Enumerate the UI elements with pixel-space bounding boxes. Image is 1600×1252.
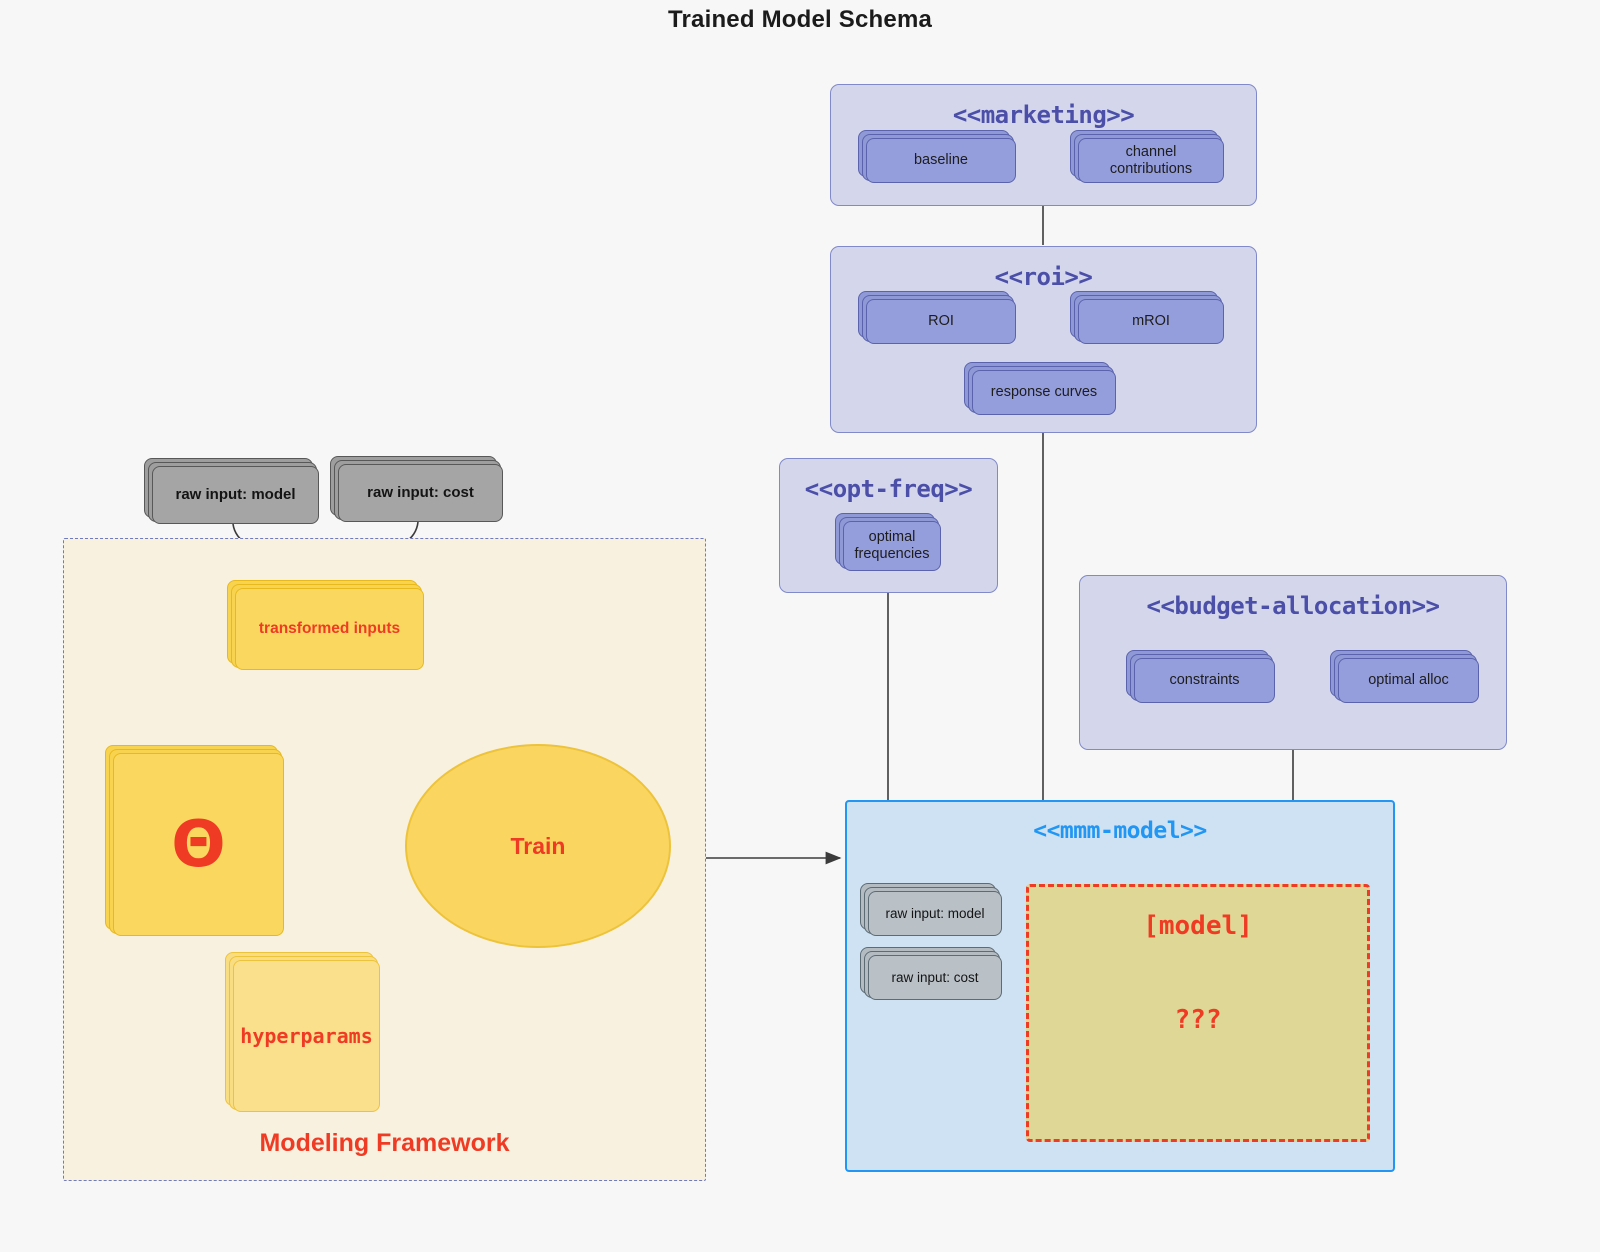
node-mroi-label: mROI [1078, 299, 1224, 344]
package-mmm-model-title: <<mmm-model>> [1033, 818, 1207, 844]
node-channel-contributions[interactable]: channel contributions [1070, 130, 1224, 183]
process-train-label: Train [510, 832, 566, 859]
node-transformed-inputs[interactable]: transformed inputs [227, 580, 424, 670]
node-channel-contributions-label: channel contributions [1078, 138, 1224, 183]
node-hyperparams-label: hyperparams [233, 960, 380, 1112]
node-optimal-frequencies[interactable]: optimal frequencies [835, 513, 941, 571]
node-optimal-alloc[interactable]: optimal alloc [1330, 650, 1479, 703]
node-raw-input-model-label: raw input: model [152, 466, 319, 524]
package-opt-freq-title: <<opt-freq>> [804, 475, 973, 503]
node-mmm-raw-input-model[interactable]: raw input: model [860, 883, 1002, 936]
node-response-curves-label: response curves [972, 370, 1116, 415]
node-theta-face: Θ [113, 753, 284, 936]
node-roi[interactable]: ROI [858, 291, 1016, 344]
node-constraints-label: constraints [1134, 658, 1275, 703]
node-baseline[interactable]: baseline [858, 130, 1016, 183]
node-hyperparams[interactable]: hyperparams [225, 952, 380, 1112]
node-mroi[interactable]: mROI [1070, 291, 1224, 344]
node-optimal-alloc-label: optimal alloc [1338, 658, 1479, 703]
node-baseline-label: baseline [866, 138, 1016, 183]
node-response-curves[interactable]: response curves [964, 362, 1116, 415]
theta-icon: Θ [171, 807, 226, 882]
model-placeholder-box[interactable]: [model] ??? [1026, 884, 1370, 1142]
node-raw-input-cost[interactable]: raw input: cost [330, 456, 503, 522]
node-mmm-raw-input-cost[interactable]: raw input: cost [860, 947, 1002, 1000]
node-theta[interactable]: Θ [105, 745, 284, 936]
node-constraints[interactable]: constraints [1126, 650, 1275, 703]
modeling-framework-title: Modeling Framework [259, 1129, 510, 1157]
node-roi-label: ROI [866, 299, 1016, 344]
model-placeholder-secondary: ??? [1174, 1005, 1222, 1035]
node-mmm-raw-input-model-label: raw input: model [868, 891, 1002, 936]
node-optimal-frequencies-label: optimal frequencies [843, 521, 941, 571]
node-mmm-raw-input-cost-label: raw input: cost [868, 955, 1002, 1000]
package-roi-title: <<roi>> [994, 263, 1093, 291]
node-raw-input-model[interactable]: raw input: model [144, 458, 319, 524]
package-budget-allocation-title: <<budget-allocation>> [1146, 592, 1440, 620]
page-title: Trained Model Schema [667, 6, 933, 33]
model-placeholder-primary: [model] [1143, 911, 1253, 941]
package-marketing-title: <<marketing>> [952, 101, 1135, 129]
node-transformed-inputs-label: transformed inputs [235, 588, 424, 670]
process-train[interactable]: Train [405, 744, 671, 948]
node-raw-input-cost-label: raw input: cost [338, 464, 503, 522]
